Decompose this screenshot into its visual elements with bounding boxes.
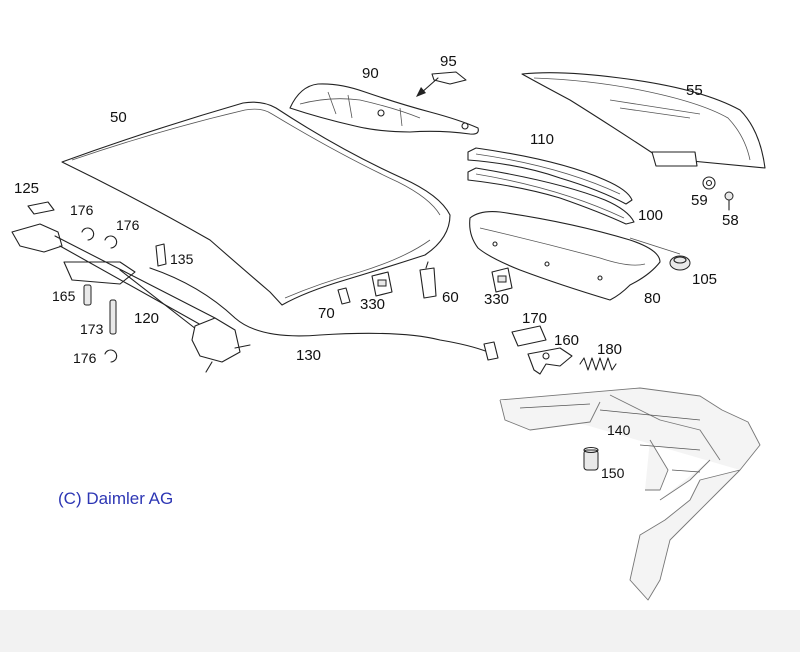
body-frame-structure xyxy=(499,387,761,601)
callout-60: 60 xyxy=(442,289,459,306)
callout-130: 130 xyxy=(296,347,322,364)
part-176-circlip-c xyxy=(104,349,118,363)
callout-80: 80 xyxy=(644,290,661,307)
copyright-notice: (C) Daimler AG xyxy=(58,489,174,508)
part-135-clip xyxy=(155,243,167,267)
callout-165: 165 xyxy=(52,288,76,304)
part-110-seal-strip xyxy=(467,147,633,205)
callout-140: 140 xyxy=(607,422,631,438)
callout-90: 90 xyxy=(362,65,379,82)
part-95-bracket xyxy=(416,71,467,97)
part-125-pad xyxy=(27,201,55,215)
part-105-round-cap xyxy=(669,255,691,271)
callout-173: 173 xyxy=(80,321,104,337)
part-173-rod xyxy=(109,299,117,335)
part-80-rear-trim xyxy=(469,211,681,301)
part-58-bolt xyxy=(724,191,734,211)
part-160-hook-bracket xyxy=(527,347,573,375)
exploded-view-drawing xyxy=(11,71,766,601)
callout-176-b: 176 xyxy=(116,217,140,233)
callout-55: 55 xyxy=(686,82,703,99)
part-330-retainer-a xyxy=(371,271,393,297)
callout-176-c: 176 xyxy=(73,350,97,366)
callout-125: 125 xyxy=(14,180,40,197)
part-59-grommet xyxy=(702,176,716,190)
part-120-link-arm xyxy=(11,223,251,373)
part-176-circlip-a xyxy=(81,227,95,241)
part-170-plate xyxy=(511,325,547,347)
part-150-sleeve xyxy=(583,446,599,471)
part-60-latch xyxy=(419,261,437,299)
callout-120: 120 xyxy=(134,310,160,327)
callout-59: 59 xyxy=(691,192,708,209)
part-90-rear-roof-section xyxy=(289,83,479,135)
callout-95: 95 xyxy=(440,53,457,70)
part-55-rear-window xyxy=(521,72,766,169)
callout-58: 58 xyxy=(722,212,739,229)
callout-105: 105 xyxy=(692,271,718,288)
callout-110: 110 xyxy=(530,131,554,148)
callout-180: 180 xyxy=(597,341,623,358)
callout-70: 70 xyxy=(318,305,335,322)
part-165-pin xyxy=(83,284,92,306)
part-330-retainer-b xyxy=(491,267,513,293)
part-50-roof-panel xyxy=(61,101,451,306)
part-70-clip xyxy=(337,287,351,305)
callout-135: 135 xyxy=(170,251,194,267)
callout-176-a: 176 xyxy=(70,202,94,218)
part-100-seal-strip xyxy=(467,167,635,225)
bottom-margin xyxy=(0,610,800,652)
part-176-circlip-b xyxy=(104,235,118,249)
callout-150: 150 xyxy=(601,465,625,481)
parts-diagram xyxy=(11,71,766,601)
part-180-spring xyxy=(579,357,617,371)
callout-330-a: 330 xyxy=(360,296,386,313)
callout-160: 160 xyxy=(554,332,580,349)
callout-170: 170 xyxy=(522,310,548,327)
callout-330-b: 330 xyxy=(484,291,510,308)
part-130-cable xyxy=(149,267,499,361)
callout-100: 100 xyxy=(638,207,664,224)
callout-50: 50 xyxy=(110,109,127,126)
